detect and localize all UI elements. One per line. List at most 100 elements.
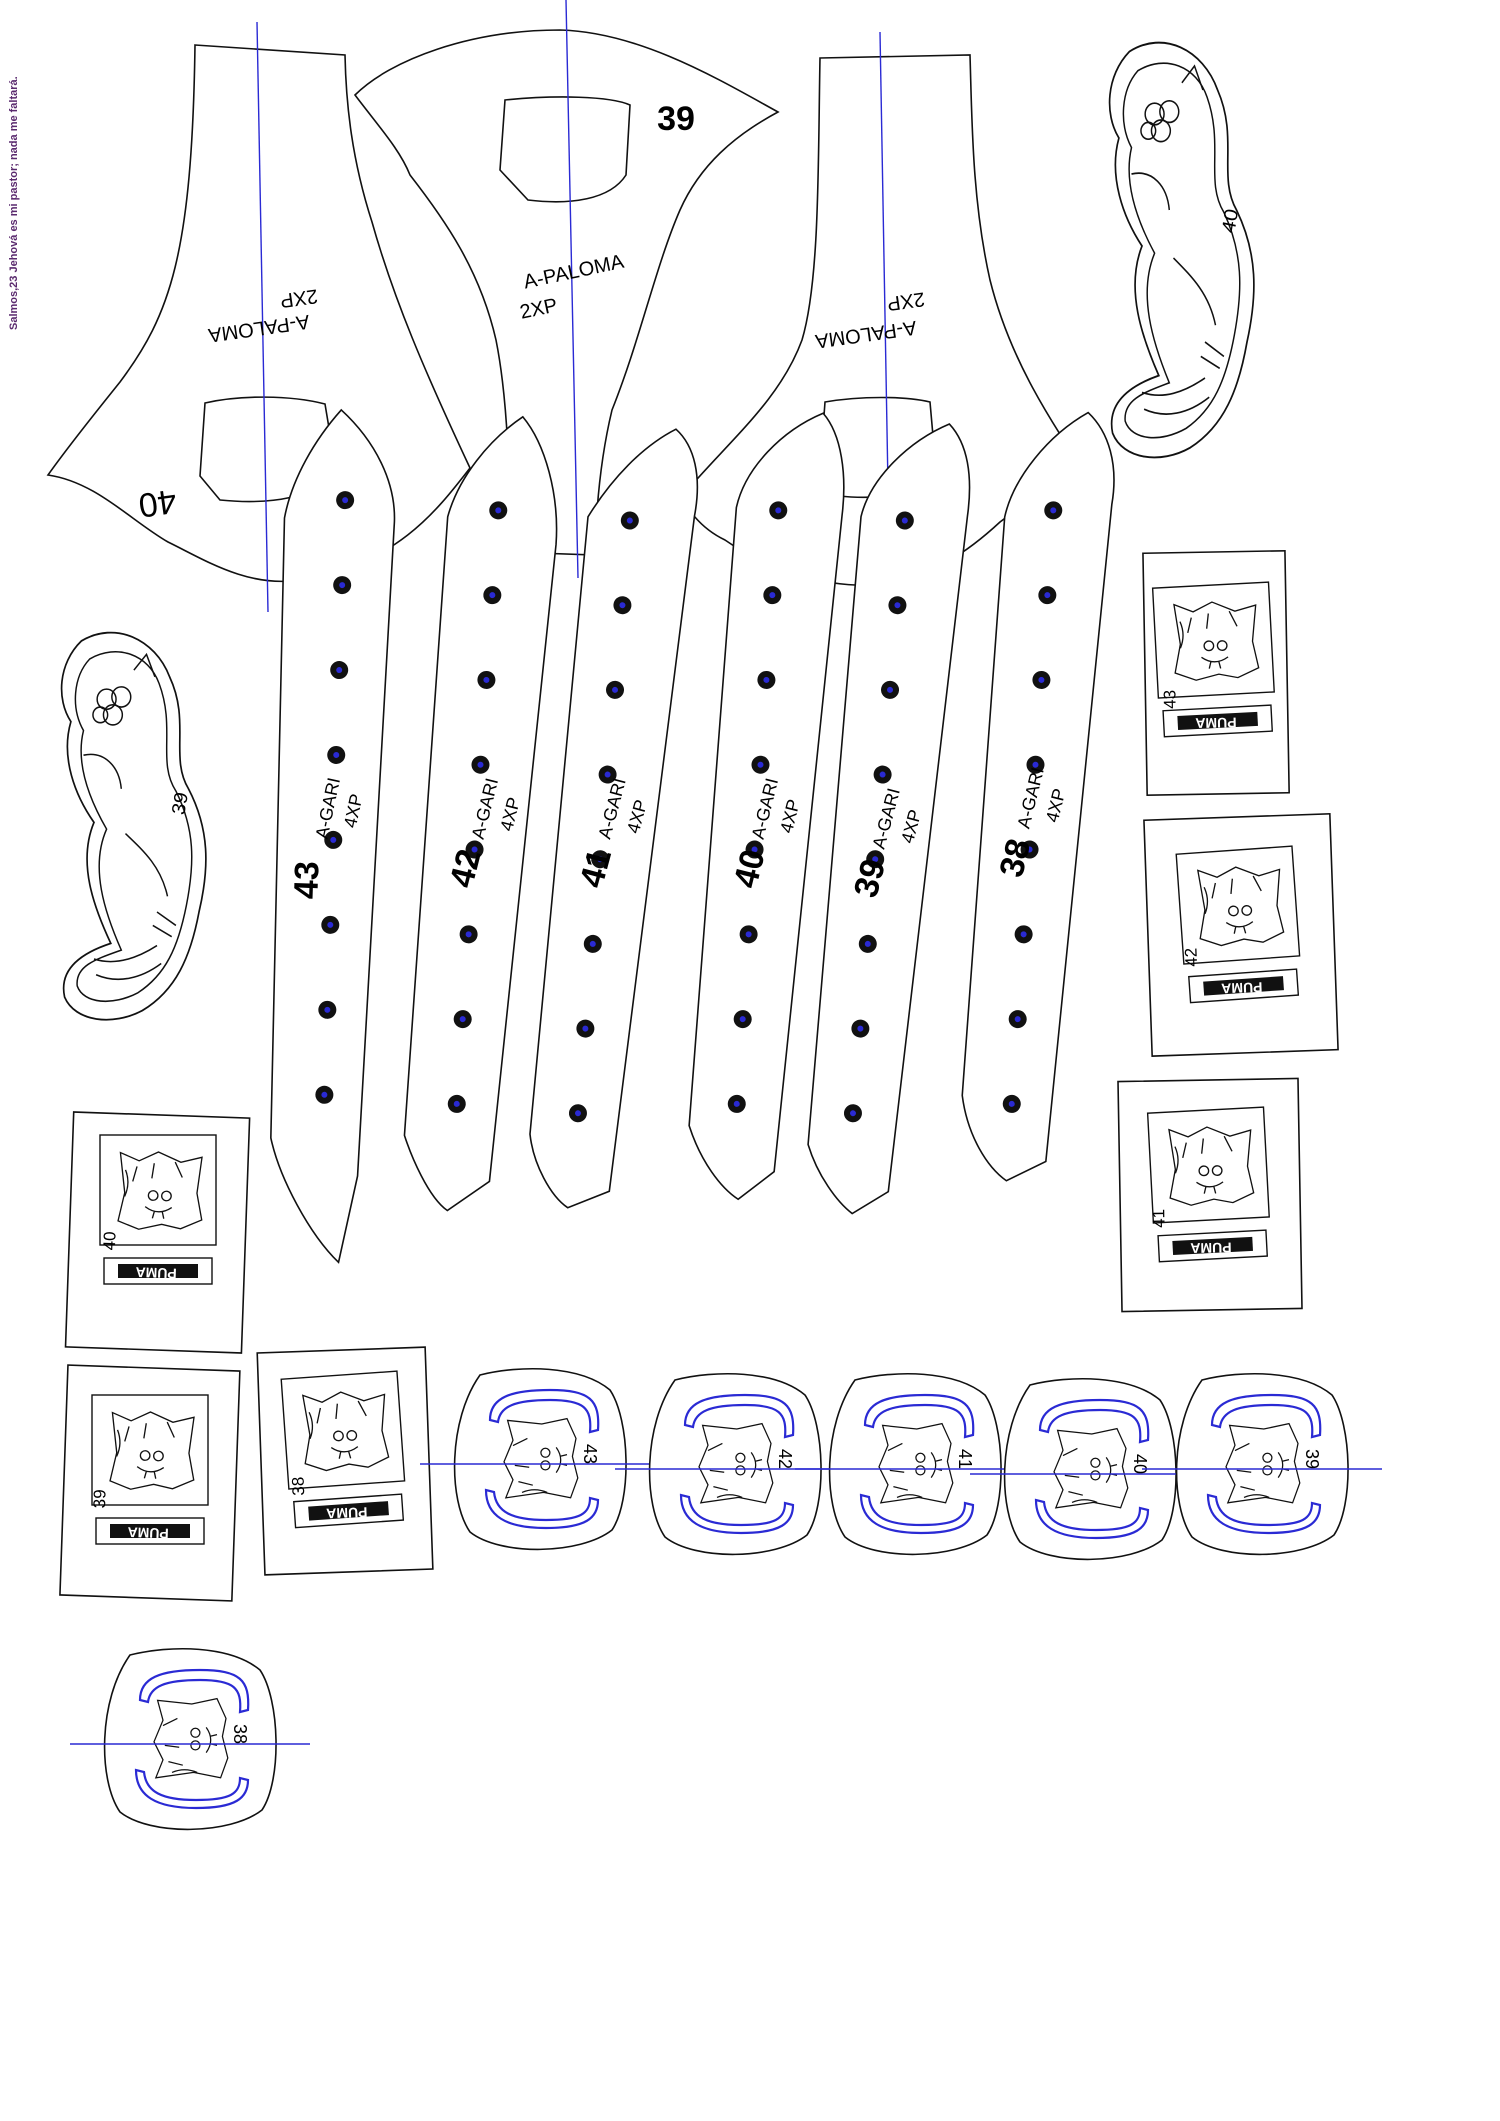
strap-hole-center (582, 1025, 589, 1032)
strap-hole-center (1044, 592, 1051, 599)
paloma-qty: 2XP (279, 284, 320, 311)
badge-guide-bottom (134, 1768, 250, 1810)
strap-hole-center (330, 836, 337, 843)
puma-tag-38: 38 PUMA (256, 1346, 434, 1576)
puma-brand: PUMA (1195, 715, 1237, 732)
strap-hole-center (1020, 931, 1027, 938)
puma-tag-39: 39 PUMA (59, 1364, 241, 1602)
puma-brand-4: PUMA (135, 1264, 177, 1281)
badge-guide-top (863, 1393, 975, 1439)
figure-size-40: 40 (1219, 207, 1243, 235)
round-badge-38: 38 (70, 1647, 310, 1831)
strap-hole-center (327, 921, 334, 928)
strap-hole-center (1032, 761, 1039, 768)
strap-hole-center (887, 686, 894, 693)
strap-hole-center (849, 1110, 856, 1117)
puma-size-43: 43 (1160, 690, 1179, 709)
badge-size-38: 38 (230, 1724, 250, 1744)
round-badge-43: 43 (420, 1367, 660, 1551)
strap-hole-center (1050, 507, 1057, 514)
puma-size-42: 42 (1181, 947, 1201, 967)
round-badge-39: 39 (1142, 1372, 1382, 1556)
badge-guide-bottom (859, 1493, 975, 1535)
strap-hole-center (1008, 1100, 1015, 1107)
strap-hole-center (769, 592, 776, 599)
gari-strap-43: 43 A-GARI 4XP (270, 408, 396, 1264)
strap-hole-center (495, 507, 502, 514)
strap-hole-center (763, 676, 770, 683)
gari-straps: 43 A-GARI 4XP 42 A-GARI 4XP 41 A-GARI 4X… (270, 408, 1115, 1264)
badge-guide-bottom (484, 1488, 600, 1530)
round-badge-40: 40 (970, 1377, 1210, 1561)
strap-hole-center (751, 846, 758, 853)
strap-hole-center (745, 931, 752, 938)
strap-hole-center (453, 1100, 460, 1107)
badge-guide-top (1210, 1393, 1322, 1439)
badge-guide-top (683, 1393, 795, 1439)
badge-guide-top (138, 1668, 250, 1714)
strap-hole-center (342, 497, 349, 504)
strap-hole-center (775, 507, 782, 514)
strap-hole-center (574, 1110, 581, 1117)
puma-tag-40: 40 PUMA (64, 1111, 251, 1354)
strap-hole-center (459, 1016, 466, 1023)
figure-sticker-39: 39 (60, 631, 207, 1021)
gari-strap-40: 40 A-GARI 4XP (688, 412, 845, 1201)
strap-hole-center (733, 1100, 740, 1107)
puma-size-39: 39 (90, 1489, 110, 1509)
gari-strap-38: 38 A-GARI 4XP (961, 411, 1115, 1182)
gari-strap-42: 42 A-GARI 4XP (403, 415, 558, 1212)
puma-tag-43: 43 PUMA (1142, 549, 1290, 797)
gari-size-40: 40 (727, 846, 773, 892)
badge-guide-bottom (1034, 1498, 1150, 1540)
strap-hole-center (872, 856, 879, 863)
badge-guide-top (488, 1388, 600, 1434)
gari-strap-39: 39 A-GARI 4XP (807, 423, 971, 1215)
strap-hole-center (321, 1091, 328, 1098)
badge-size-39: 39 (1302, 1449, 1322, 1469)
strap-hole-center (339, 582, 346, 589)
strap-hole-center (324, 1006, 331, 1013)
strap-hole-center (465, 931, 472, 938)
paloma-piece-39: 39 A-PALOMA 2XP (353, 0, 780, 579)
puma-brand-3: PUMA (1190, 1240, 1232, 1257)
badge-guide-top (1038, 1398, 1150, 1444)
strap-hole-center (333, 751, 340, 758)
strap-hole-center (901, 517, 908, 524)
badge-guide-bottom (1206, 1493, 1322, 1535)
figure-size-39: 39 (168, 791, 193, 817)
badge-size-40: 40 (1130, 1454, 1150, 1474)
strap-hole-center (857, 1025, 864, 1032)
strap-hole-center (619, 602, 626, 609)
puma-brand-2: PUMA (1221, 979, 1263, 996)
paloma-size-40: 40 (136, 481, 179, 524)
strap-hole-center (1038, 676, 1045, 683)
badge-guide-bottom (679, 1493, 795, 1535)
puma-size-40: 40 (100, 1231, 120, 1251)
gari-strap-41: 41 A-GARI 4XP (529, 428, 699, 1209)
puma-tag-41: 41 PUMA (1117, 1077, 1303, 1313)
badge-size-42: 42 (775, 1449, 795, 1469)
strap-hole-center (894, 602, 901, 609)
strap-hole-center (597, 856, 604, 863)
strap-hole-center (626, 517, 633, 524)
paloma-size-39: 39 (657, 100, 695, 138)
puma-brand-6: PUMA (326, 1504, 368, 1521)
strap-hole-center (483, 676, 490, 683)
strap-hole-center (612, 686, 619, 693)
strap-hole-center (1026, 846, 1033, 853)
puma-size-38: 38 (289, 1476, 309, 1496)
badge-size-41: 41 (955, 1449, 975, 1469)
strap-hole-center (336, 667, 343, 674)
figure-sticker-40: 40 (1108, 41, 1255, 459)
badge-size-43: 43 (580, 1444, 600, 1464)
strap-hole-center (739, 1016, 746, 1023)
gari-size-42: 42 (443, 845, 489, 891)
paloma-qty-3: 2XP (886, 287, 927, 314)
strap-hole-center (1014, 1016, 1021, 1023)
gari-size-43: 43 (287, 861, 326, 900)
strap-hole-center (879, 771, 886, 778)
round-badge-42: 42 (615, 1372, 855, 1556)
strap-hole-center (604, 771, 611, 778)
